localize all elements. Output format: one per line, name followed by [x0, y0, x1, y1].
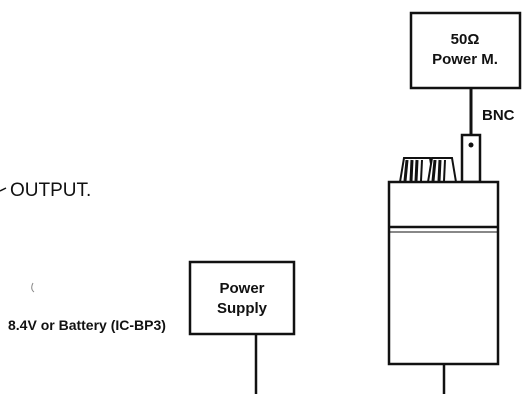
output-label: OUTPUT.: [10, 180, 91, 201]
scan-artifact: [31, 282, 35, 293]
power-meter-box: [409, 11, 522, 90]
bnc-pin: [468, 142, 474, 148]
power-supply-label-1: Power: [219, 280, 264, 297]
bnc-connector: [460, 133, 482, 184]
power-supply-box: [188, 260, 296, 336]
power-meter-label-1: 50Ω: [451, 31, 480, 48]
knob-2: [426, 157, 458, 183]
knob-1: [398, 157, 436, 183]
power-meter-label-2: Power M.: [432, 51, 498, 68]
supply-voltage-note: 8.4V or Battery (IC-BP3): [8, 317, 166, 333]
power-supply-label-2: Supply: [217, 300, 268, 317]
bnc-label: BNC: [482, 107, 515, 124]
radio-body: [387, 180, 500, 366]
output-pointer-mark: [0, 187, 7, 192]
